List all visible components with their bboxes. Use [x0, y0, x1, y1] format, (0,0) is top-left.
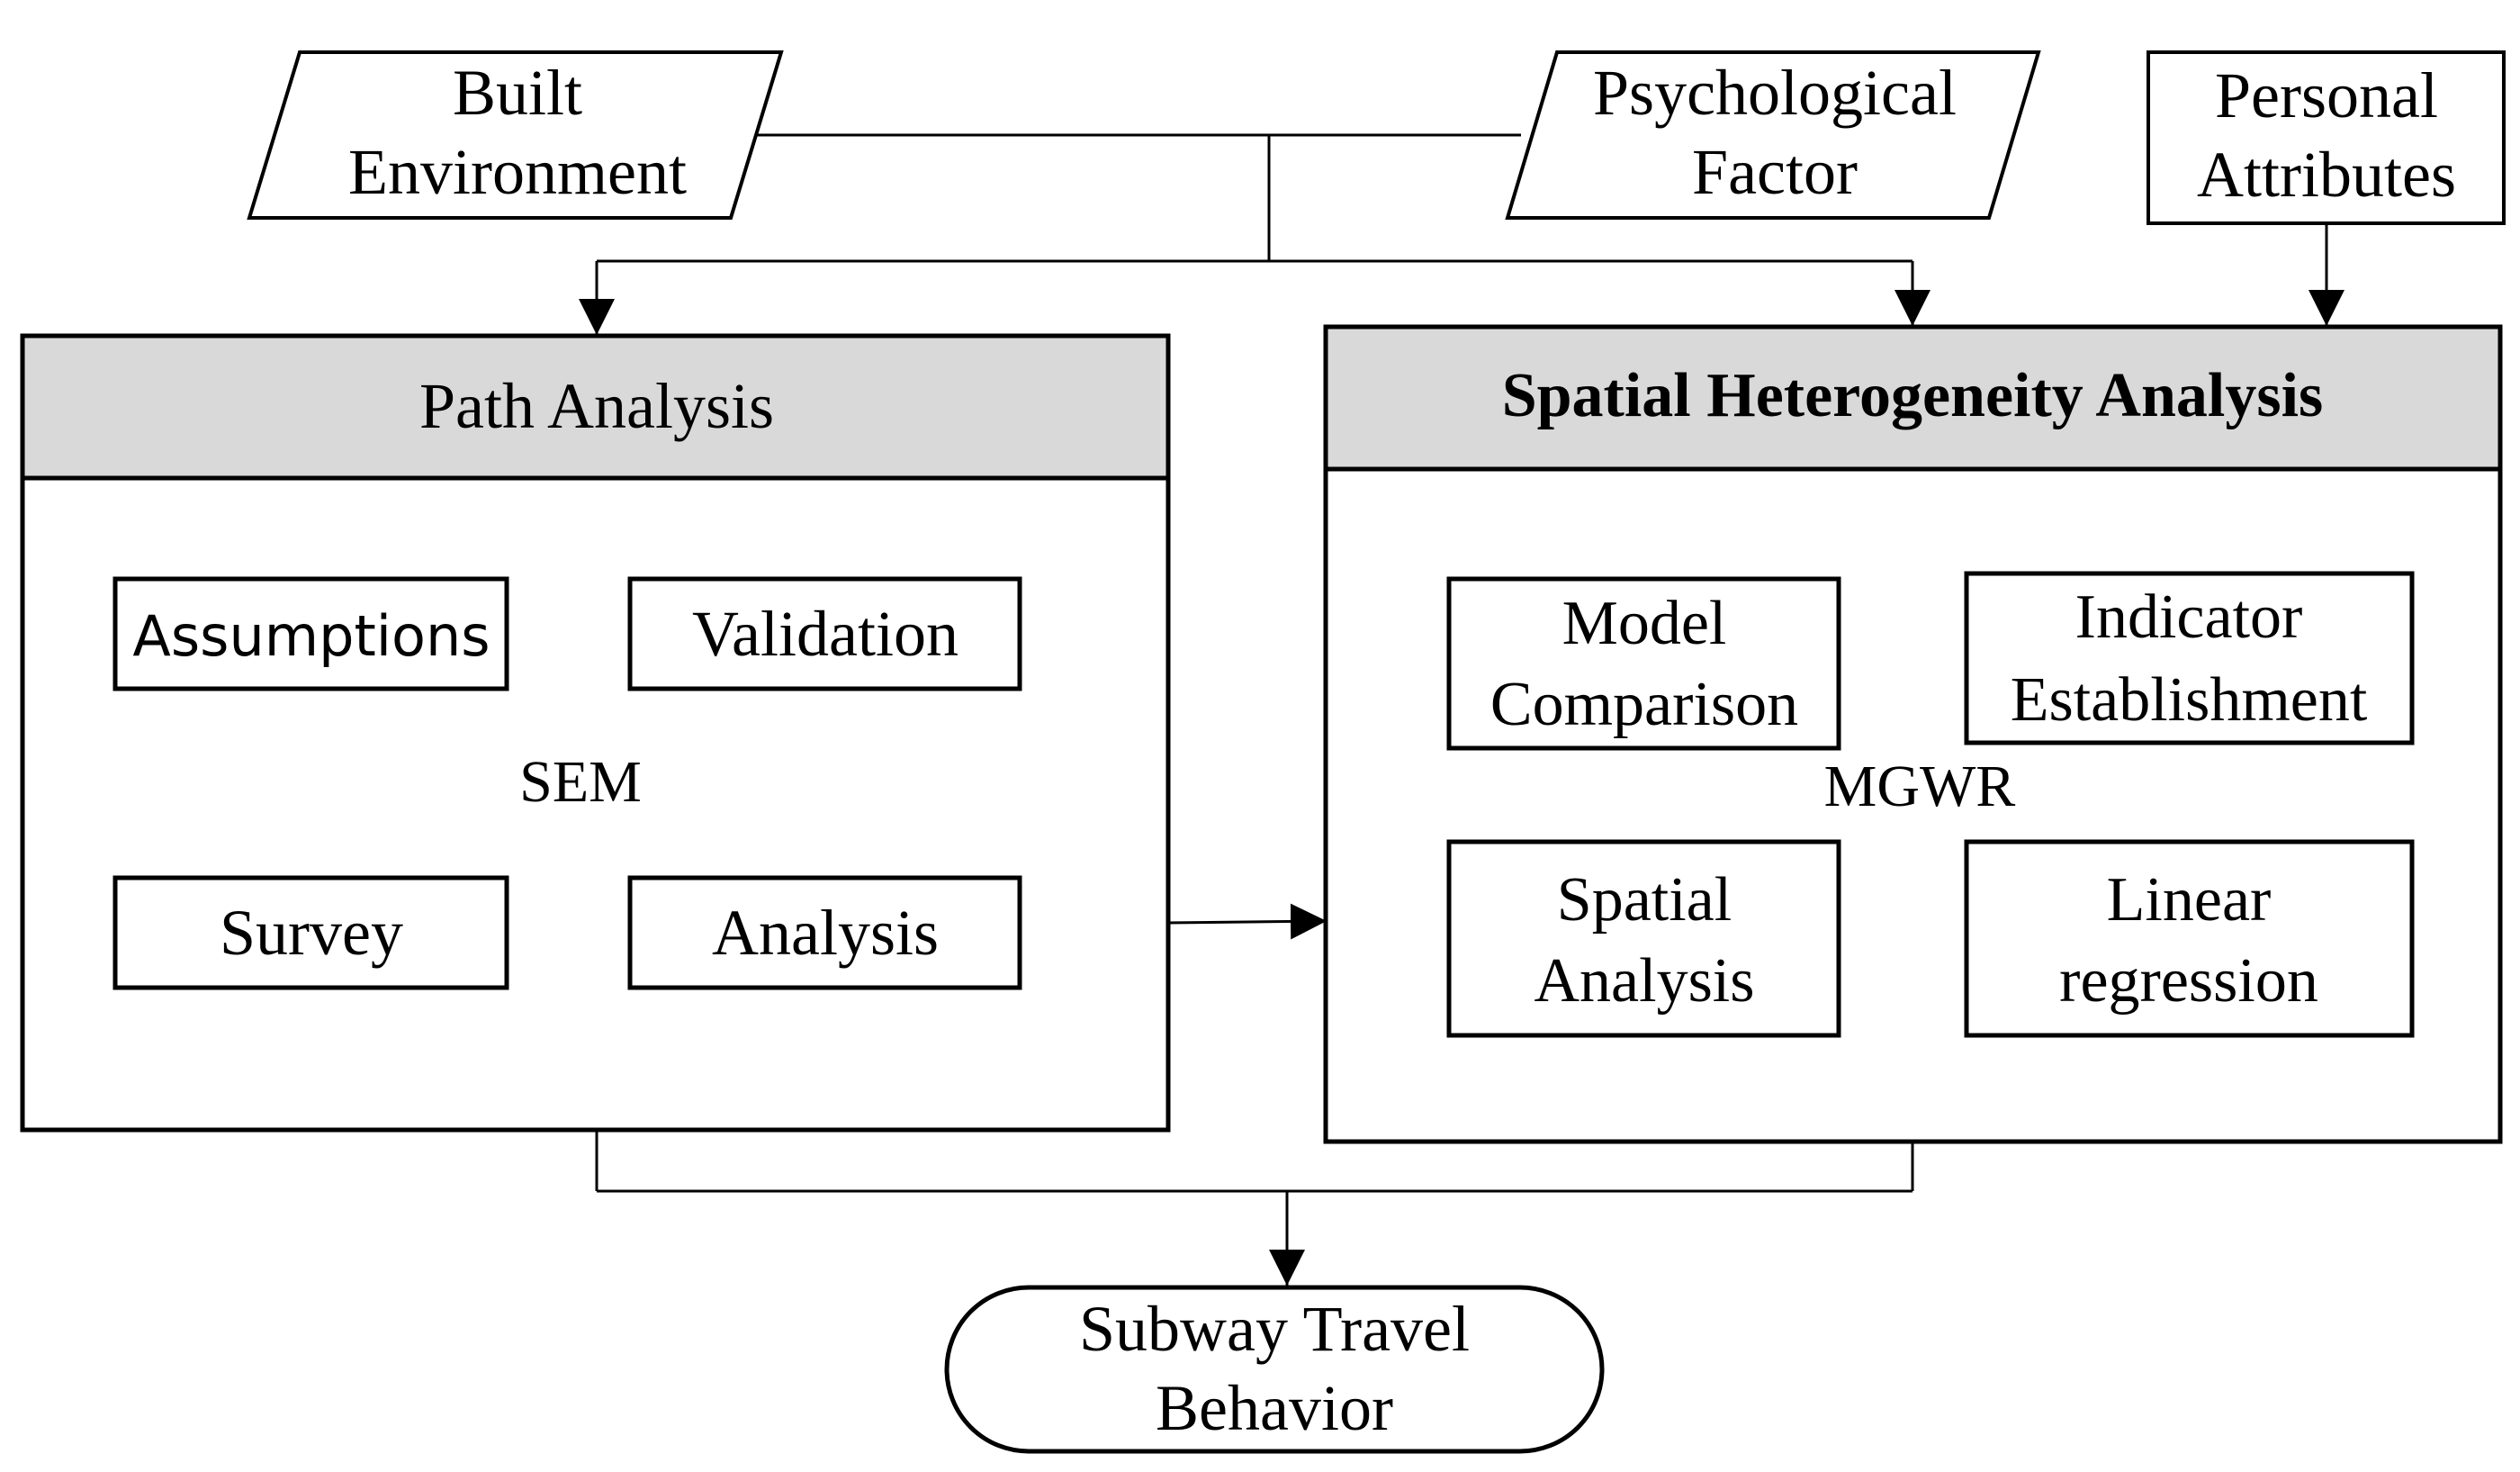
panel-header: [20, 333, 1171, 481]
input-psychological-factor: Psychological Factor: [1505, 50, 2041, 220]
spatial-heterogeneity-title: Spatial Heterogeneity Analysis: [1502, 361, 2324, 430]
personal-attributes-line2: Attributes: [2197, 139, 2456, 211]
model-comparison-line1: Model: [1562, 589, 1727, 658]
rect-shape: [627, 576, 1022, 691]
parallelogram-shape: [247, 50, 784, 220]
rounded-terminal-shape: [944, 1285, 1605, 1454]
arrow-path-to-spatial: [1167, 903, 1328, 940]
rect-shape: [1446, 839, 1841, 1038]
parallelogram-shape: [1505, 50, 2041, 220]
panel-header: [1323, 324, 2503, 472]
personal-attributes-line1: Personal: [2215, 59, 2438, 131]
rect-shape: [1964, 839, 2415, 1038]
spatial-analysis-line1: Spatial: [1557, 865, 1732, 935]
psychological-factor-line1: Psychological: [1593, 57, 1957, 129]
assumptions-label: Assumptions: [132, 603, 490, 669]
indicator-establishment-box: Indicator Establishment: [1964, 571, 2415, 745]
linear-regression-line1: Linear: [2107, 865, 2272, 935]
validation-label: Validation: [692, 598, 958, 670]
subway-travel-behavior-line1: Subway Travel: [1079, 1293, 1470, 1365]
subway-travel-behavior-line2: Behavior: [1156, 1372, 1393, 1444]
model-comparison-box: Model Comparison: [1446, 576, 1841, 751]
analysis-label: Analysis: [712, 897, 939, 969]
path-analysis-panel: Path Analysis SEM Assumptions Validation…: [20, 333, 1171, 1133]
input-built-environment: Built Environment: [247, 50, 784, 220]
spatial-analysis-line2: Analysis: [1534, 946, 1755, 1016]
linear-regression-box: Linear regression: [1964, 839, 2415, 1038]
analysis-box: Analysis: [627, 875, 1022, 990]
path-analysis-title: Path Analysis: [419, 370, 774, 442]
mgwr-label: MGWR: [1824, 754, 2016, 819]
input-personal-attributes: Personal Attributes: [2146, 50, 2506, 225]
indicator-establishment-line2: Establishment: [2011, 665, 2368, 735]
assumptions-box: Assumptions: [112, 576, 509, 691]
output-subway-travel-behavior: Subway Travel Behavior: [944, 1285, 1605, 1454]
survey-box: Survey: [112, 875, 509, 990]
psychological-factor-line2: Factor: [1692, 136, 1858, 208]
rect-shape: [1964, 571, 2415, 745]
survey-label: Survey: [220, 897, 403, 969]
linear-regression-line2: regression: [2059, 946, 2318, 1016]
rect-shape: [112, 576, 509, 691]
sem-label: SEM: [519, 749, 642, 815]
built-environment-line2: Environment: [348, 136, 687, 208]
rect-shape: [627, 875, 1022, 990]
rect-shape: [2146, 50, 2506, 225]
spatial-heterogeneity-panel: Spatial Heterogeneity Analysis MGWR Mode…: [1323, 324, 2503, 1144]
built-environment-line1: Built: [453, 57, 582, 129]
indicator-establishment-line1: Indicator: [2075, 582, 2303, 652]
validation-box: Validation: [627, 576, 1022, 691]
spatial-analysis-box: Spatial Analysis: [1446, 839, 1841, 1038]
model-comparison-line2: Comparison: [1490, 670, 1798, 739]
rect-shape: [1446, 576, 1841, 751]
rect-shape: [112, 875, 509, 990]
